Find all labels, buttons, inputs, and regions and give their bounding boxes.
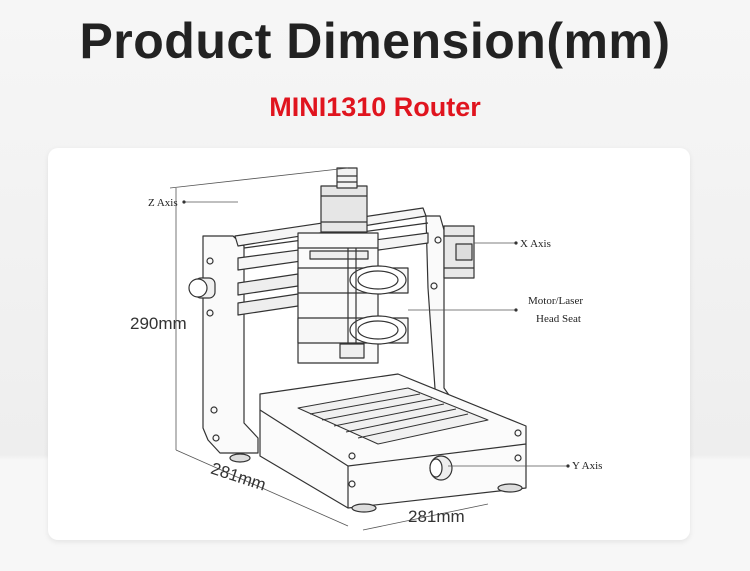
product-subtitle: MINI1310 Router (269, 92, 481, 122)
height-dimension: 290mm (130, 314, 187, 333)
motor-label-line2: Head Seat (536, 313, 581, 325)
z-axis-label: Z Axis (148, 197, 178, 209)
z-motor (320, 185, 368, 233)
y-axis-label: Y Axis (572, 460, 602, 472)
page-title: Product Dimension(mm) (79, 13, 671, 69)
depth-dimension: 281mm (208, 459, 268, 495)
width-dimension: 281mm (408, 507, 465, 526)
motor-label-line1: Motor/Laser (528, 295, 583, 307)
x-axis-label: X Axis (520, 238, 551, 250)
machine-diagram: Z Axis X Axis Motor/Laser Head Seat Y Ax… (130, 167, 602, 531)
diagram-card: Z Axis X Axis Motor/Laser Head Seat Y Ax… (48, 148, 690, 540)
